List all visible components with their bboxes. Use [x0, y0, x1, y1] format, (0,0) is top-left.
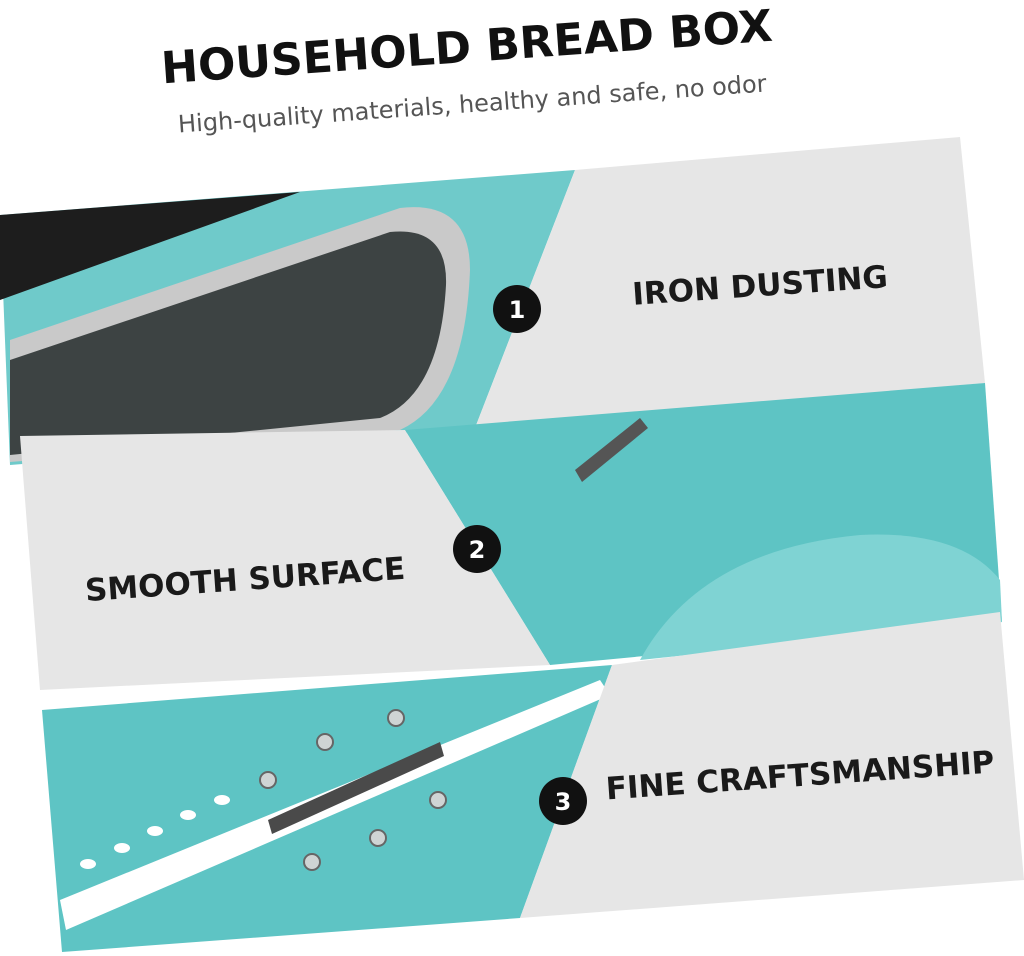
- vent-holes: [80, 795, 230, 869]
- panel-iron-dusting: 1 IRON DUSTING: [0, 137, 985, 465]
- hinge: [268, 742, 444, 834]
- panel-label-bg: [475, 137, 985, 428]
- badge-number: 2: [469, 536, 486, 564]
- panel-label-bg: [20, 430, 550, 690]
- rivets: [259, 709, 447, 871]
- hinge: [575, 418, 648, 482]
- number-badge-3: [539, 777, 587, 825]
- photo-shadow: [0, 192, 300, 300]
- panel-fine-craftsmanship: 3 FINE CRAFTSMANSHIP: [42, 612, 1024, 952]
- panel-smooth-surface: 2 SMOOTH SURFACE: [20, 383, 1002, 690]
- number-badge-1: [493, 285, 541, 333]
- window-glass: [10, 231, 447, 455]
- panel-label-bg: [520, 612, 1024, 918]
- badge-number: 3: [555, 788, 572, 816]
- number-badge-2: [453, 525, 501, 573]
- badge-number: 1: [509, 296, 526, 324]
